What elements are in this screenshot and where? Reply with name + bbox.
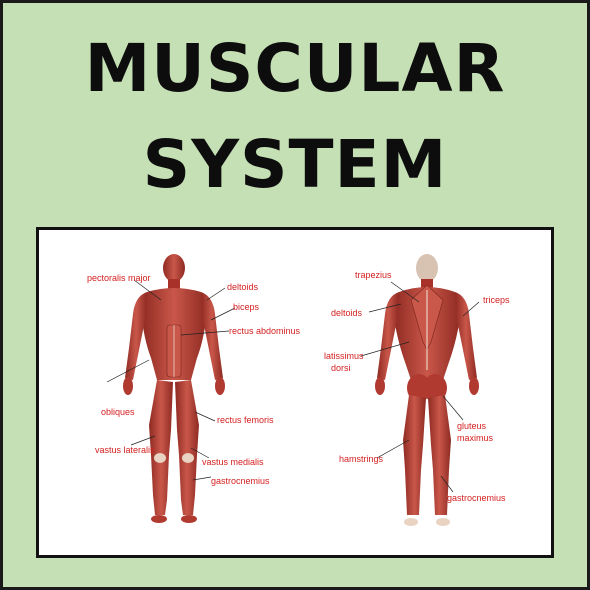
label-rectus-abdominus: rectus abdominus: [229, 326, 301, 336]
label-hamstrings: hamstrings: [339, 454, 384, 464]
label-latissimus-2: dorsi: [331, 363, 351, 373]
label-latissimus-1: latissimus: [324, 351, 364, 361]
title-line-1: MUSCULAR: [84, 30, 506, 107]
label-deltoids-front: deltoids: [227, 282, 259, 292]
front-figure: [123, 254, 225, 523]
label-gluteus-1: gluteus: [457, 421, 487, 431]
anatomy-panel: pectoralis major deltoids biceps rectus …: [36, 227, 554, 558]
label-rectus-femoris: rectus femoris: [217, 415, 274, 425]
label-gastrocnemius-front: gastrocnemius: [211, 476, 270, 486]
label-vastus-lateralis: vastus lateralis: [95, 445, 155, 455]
label-gastrocnemius-back: gastrocnemius: [447, 493, 506, 503]
label-triceps: triceps: [483, 295, 510, 305]
label-vastus-medialis: vastus medialis: [202, 457, 264, 467]
title-line-2: SYSTEM: [142, 126, 448, 203]
label-obliques: obliques: [101, 407, 135, 417]
back-figure: [375, 254, 479, 526]
anatomy-illustration: pectoralis major deltoids biceps rectus …: [87, 254, 510, 526]
label-trapezius: trapezius: [355, 270, 392, 280]
label-biceps: biceps: [233, 302, 260, 312]
label-gluteus-2: maximus: [457, 433, 494, 443]
label-pectoralis-major: pectoralis major: [87, 273, 151, 283]
label-deltoids-back: deltoids: [331, 308, 363, 318]
